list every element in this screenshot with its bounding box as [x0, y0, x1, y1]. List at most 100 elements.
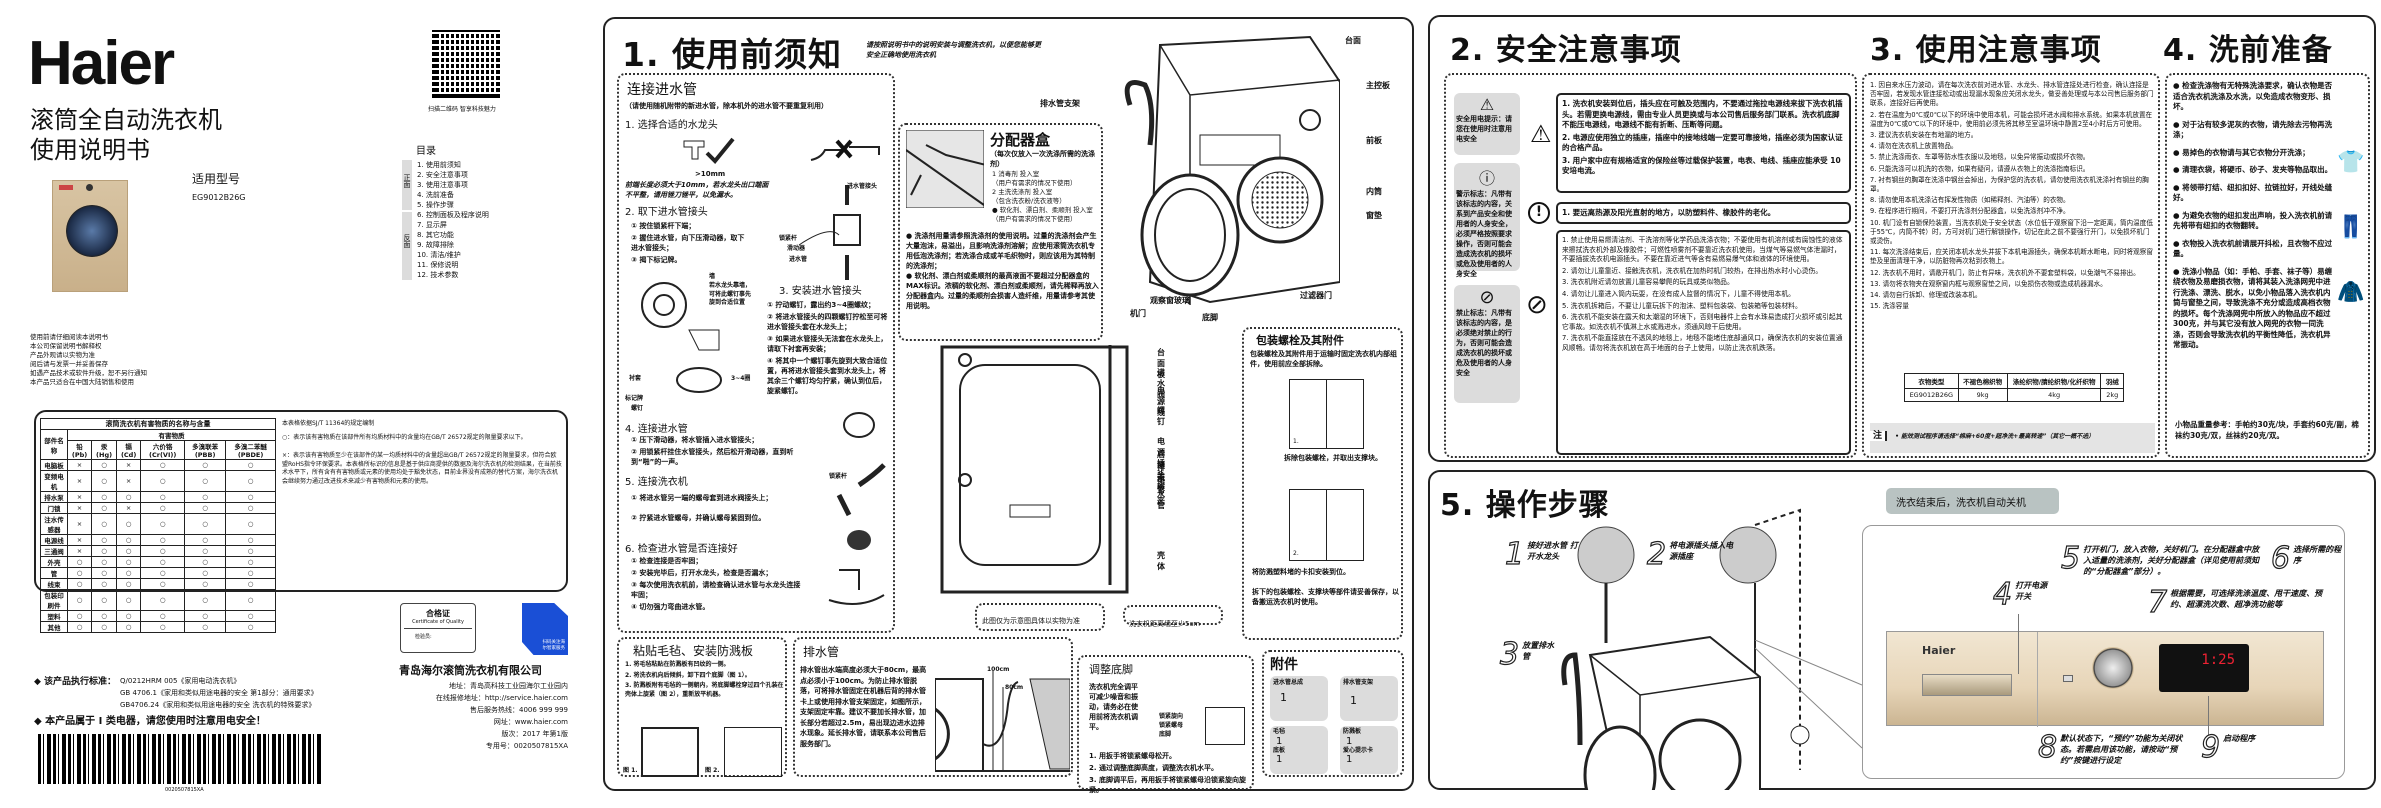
toc-item: 8. 其它功能: [417, 231, 454, 239]
product-title: 滚筒全自动洗衣机: [30, 106, 222, 134]
drain-height-illustration: [935, 671, 1070, 772]
usage-note: 6. 只能洗涤可以机洗的衣物，如果有疑问，请遵从衣物上的洗涤指南标识。: [1870, 164, 2090, 173]
feet-step: 3. 底脚调平后，再用扳手将锁紧螺母沿锁紧旋向旋紧。: [1089, 776, 1246, 794]
felt-figure-2: [724, 727, 782, 777]
step6-item: ④ 切勿强力弯曲进水管。: [631, 603, 710, 611]
substance-column-header: 多溴二苯醚(PBDE): [225, 440, 276, 460]
label-wall-screw-tip: 若水龙头靠墙，可将此螺钉事先旋到合适位置: [709, 282, 752, 306]
substance-column-header: 铅(Pb): [66, 440, 93, 460]
hazard-cell: ○: [225, 567, 276, 579]
hazard-cell: ○: [225, 545, 276, 557]
hazard-row: 注水传感器×○○○○○: [40, 513, 276, 535]
hazard-table-title: 滚筒洗衣机有害物质的名称与含量: [40, 418, 276, 430]
adjust-feet-panel: 调整底脚 洗衣机完全调平可减少噪音和振动，请务必在使用前将洗衣机调平。 锁紧旋向…: [1077, 655, 1254, 794]
capacity-down: 2kg: [2100, 388, 2124, 402]
accessory-qty: 1: [1346, 735, 1353, 747]
step2-item: ③ 揭下标记牌。: [631, 256, 682, 264]
step3-list: ① 拧动螺钉，露出约3~4圈螺纹；② 将进水管接头的四颗螺钉拧松至可将进水管接头…: [767, 300, 892, 398]
drain-100cm: 100cm: [987, 666, 1010, 673]
hazard-row: 电源线×○○○○○: [40, 534, 276, 546]
connect-hose-panel: 连接进水管 （请使用随机附带的新进水管，除本机外的进水管不要重复利用） 1. 选…: [617, 73, 895, 633]
note-label: 注: [1870, 431, 1888, 441]
warning-sign-label: ⓘ 警示标志：凡带有该标志的内容，关系到产品安全和使用者的人身安全，必须严格按照…: [1454, 163, 1520, 278]
part-name: 线束: [40, 578, 68, 590]
step-number: 5: [2060, 541, 2081, 576]
section-4-box: ● 检查洗涤物有无特殊洗涤要求，确认衣物是否适合洗衣机洗涤及水洗，以免造成衣物变…: [2165, 73, 2370, 458]
electric-safety-label: ⚠ 安全用电提示：请您在使用时注意用电安全: [1454, 93, 1520, 155]
feet-label-nut: 锁紧螺母: [1159, 722, 1184, 729]
bolts-figure-1-caption: 拆除包装螺栓，并取出支撑块。: [1284, 454, 1382, 462]
usage-note: 12. 洗衣机不用时，请敞开机门，防止有异味，洗衣机外不要套塑料袋，以免潮气不易…: [1870, 268, 2140, 277]
prewash-item: ● 将领带打结、纽扣扣好、拉链拉好，开线处缝好。: [2173, 182, 2333, 203]
label-lock-lever: 锁紧杆: [779, 235, 798, 242]
cert-title: 合格证: [426, 609, 450, 618]
hazard-cell: ×: [116, 470, 142, 492]
hazard-cell: ○: [66, 589, 93, 611]
hazard-cell: ○: [140, 545, 186, 557]
hazard-cell: ○: [225, 470, 276, 492]
toc-item: 5. 操作步骤: [417, 201, 454, 209]
hazard-cell: ○: [184, 513, 227, 535]
hazard-cell: ○: [140, 589, 186, 611]
connect-hose-note: （请使用随机附带的新进水管，除本机外的进水管不要重复利用）: [625, 102, 828, 110]
energy-note-text: • 能效测试程序请选择“棉麻+60度+超净洗+最高转速”（其它一概不选）: [1895, 433, 2095, 440]
warning-list: 1. 要远离热源及阳光直射的地方，以防塑料件、橡胶件的老化。: [1562, 208, 1845, 218]
standards-label: ◆ 该产品执行标准：: [34, 677, 117, 687]
hazard-cell: ○: [66, 556, 93, 568]
feet-step: 2. 通过调整底脚高度，调整洗衣机水平。: [1089, 764, 1218, 772]
prohibit-sign-label: ⊘ 禁止标志：凡带有该标志的内容，是必须绝对禁止的行为，否则可能会造成洗衣机的损…: [1454, 285, 1520, 403]
hazard-cell: ○: [116, 491, 142, 503]
capacity-model: EG9012B26G: [1904, 388, 1959, 402]
step2-item: ② 握住进水管，向下压滑动器，取下进水管接头；: [631, 234, 745, 252]
program-knob[interactable]: [2092, 647, 2134, 689]
step-number: 1: [1504, 537, 1525, 572]
dispenser-compartment: 2 主洗洗涤剂 投入室: [992, 188, 1053, 196]
toc-item: 1. 使用前须知: [417, 161, 461, 169]
accessory-qty: 1: [1346, 754, 1353, 765]
label-screw-back: 螺钉: [1157, 406, 1165, 426]
accessory-name: 底板: [1273, 746, 1286, 754]
section-1-title: 1. 使用前须知: [622, 35, 842, 74]
warning-box: 1. 要远离热源及阳光直射的地方，以防塑料件、橡胶件的老化。: [1556, 202, 1851, 224]
drain-text: 排水管出水端高度必须大于80cm，最高点必须小于100cm。为防止排水管脱落，可…: [800, 666, 927, 748]
hazard-cell: ○: [184, 589, 227, 611]
shipping-bolts-desc: 包装螺栓及其附件用于运输时固定洗衣机内部组件，使用前应全部拆除。: [1250, 350, 1397, 368]
cover-note: 阅后请与发票一并妥善保存: [30, 360, 108, 368]
liner-illustration: [641, 282, 722, 393]
hazard-cell: ×: [116, 502, 142, 514]
substance-column-header: 多溴联苯(PBB): [184, 440, 227, 460]
electric-safety-item: 2. 电源应使用独立的插座，插座中的接地线端一定要可靠接地，插座必须为国家认证的…: [1562, 132, 1843, 153]
hose-connector-illustration: [798, 185, 861, 280]
step2-list: ① 按住锁紧杆下端；② 握住进水管，向下压滑动器，取下进水管接头；③ 揭下标记牌…: [631, 221, 746, 267]
exclamation-icon: ⓘ: [1478, 169, 1495, 188]
step-text: 选择所需的程序: [2293, 545, 2342, 565]
shipping-bolts-title: 包装螺栓及其附件: [1256, 334, 1344, 347]
section-5-title: 5. 操作步骤: [1440, 488, 1610, 523]
cover-notes: 使用前请仔细阅读本说明书本公司保留说明书解释权产品外观请以实物为准阅后请与发票一…: [30, 333, 147, 387]
prohibit-item: 6. 洗衣机不能安装在露天和太潮湿的环境下，否则电器件上会有水珠易造成打火损坏或…: [1562, 313, 1843, 331]
part-name: 外壳: [40, 556, 68, 568]
hazard-row: 塑料○○○○○○: [40, 610, 276, 622]
power-button[interactable]: [2063, 675, 2073, 682]
cert-inspector: 检验员:: [415, 634, 432, 640]
step5-item: ② 拧紧进水管螺母，并确认螺母紧固到位。: [631, 514, 766, 522]
hazard-cell: ○: [116, 534, 142, 546]
dispenser-note: （每次仅放入一次洗涤所需的洗涤剂）: [990, 150, 1095, 168]
electrical-class-note: ◆ 本产品属于 I 类电器，请您使用时注意用电安全！: [34, 716, 266, 727]
label-drain-hose: 排水管: [1157, 479, 1165, 510]
foot-illustration: [1205, 707, 1245, 745]
step4-item: ② 用锁紧杆挂住水管接头，然后松开滑动器，直到听到“啪”的一声。: [631, 448, 794, 466]
hazard-cell: ○: [184, 621, 227, 633]
toc-item: 11. 保修说明: [417, 261, 459, 269]
hazard-cell: ○: [66, 621, 93, 633]
label-power-cord: 电源线: [1157, 386, 1165, 417]
accessory-name: 爱心提示卡: [1343, 746, 1374, 754]
warning-sign-text: 警示标志：凡带有该标志的内容，关系到产品安全和使用者的人身安全，必须严格按照要求…: [1456, 190, 1512, 278]
hazard-row: 三通阀×○○○○○: [40, 545, 276, 557]
accessory-name: 进水管总成: [1273, 679, 1304, 686]
